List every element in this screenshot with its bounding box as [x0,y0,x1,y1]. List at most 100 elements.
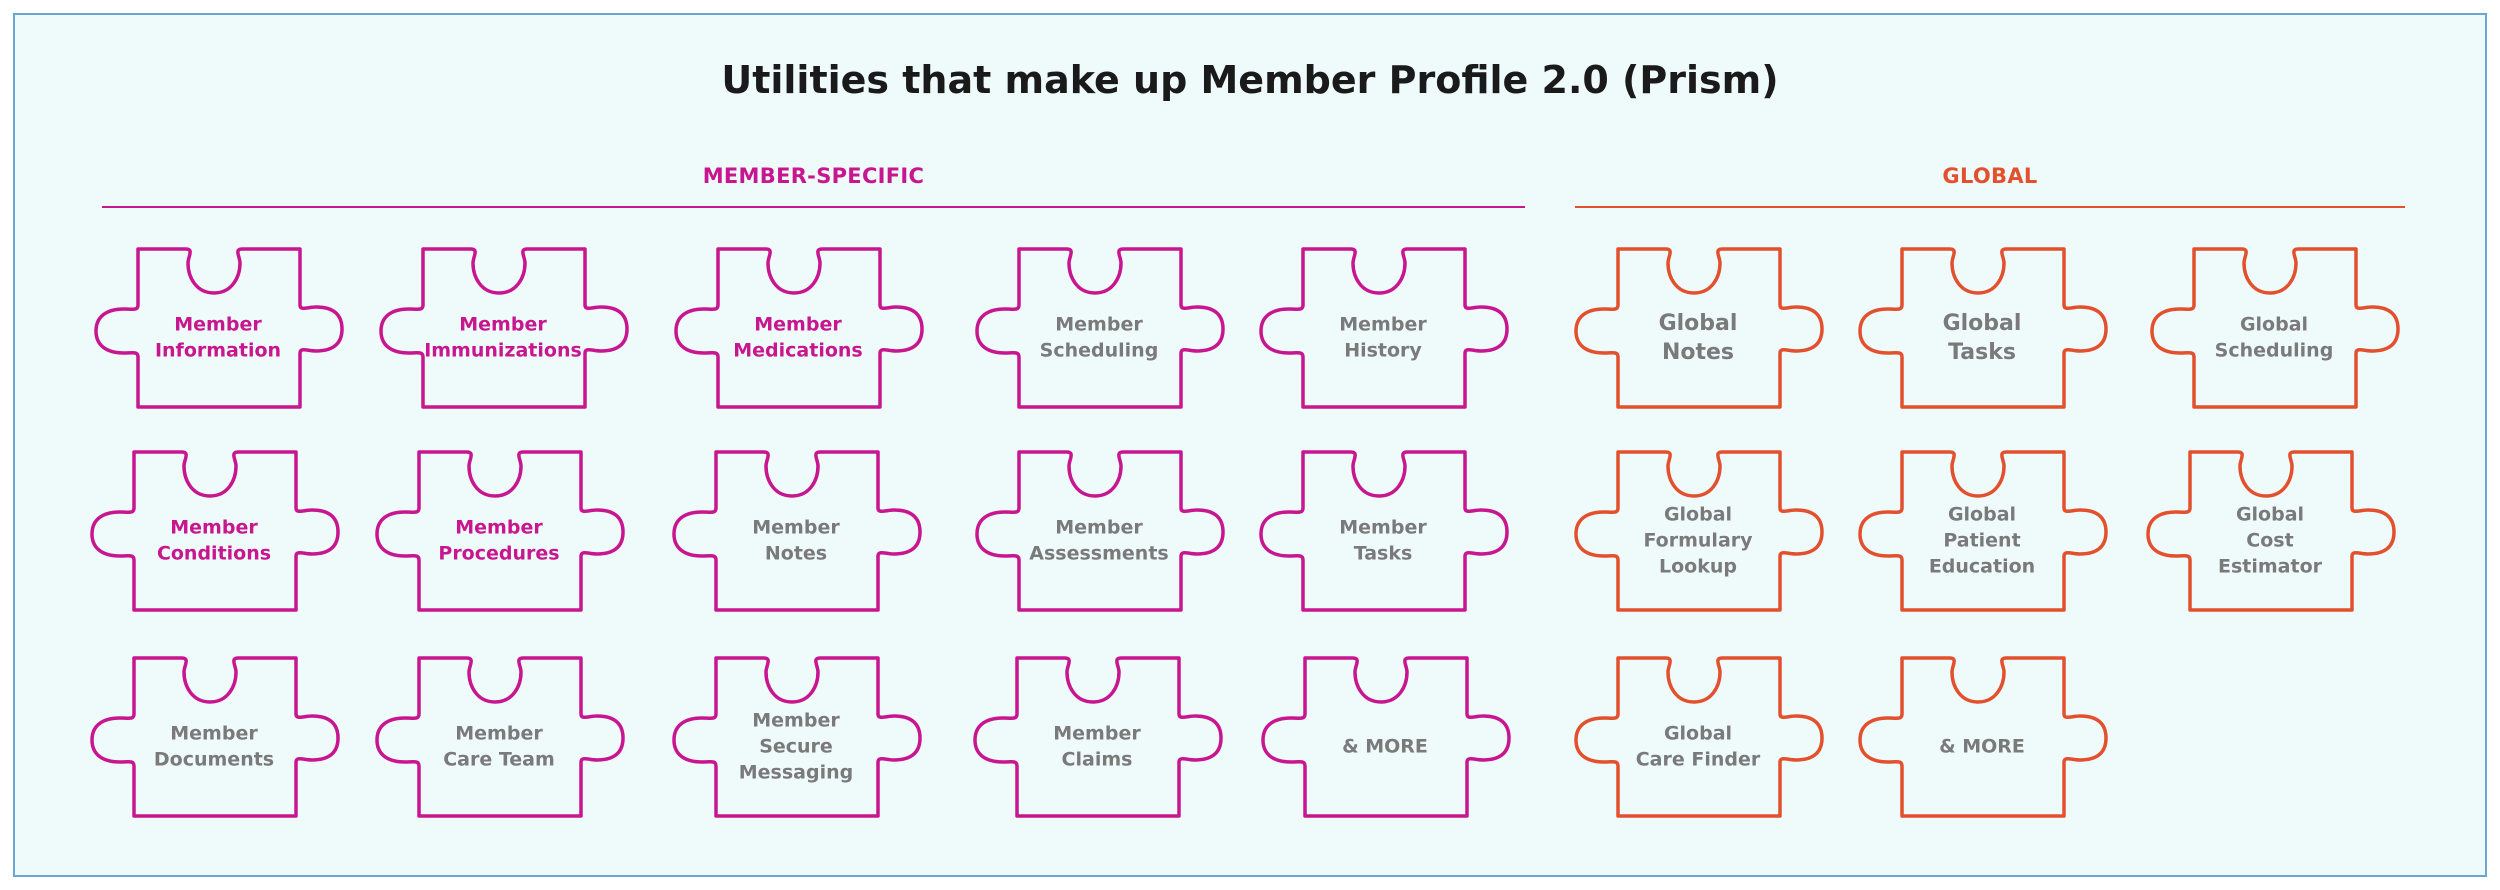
puzzle-piece-label: Member [170,723,258,745]
puzzle-piece-label: Member [455,517,543,539]
puzzle-piece-label: Global [1943,311,2022,336]
puzzle-piece-outline [1259,450,1509,612]
puzzle-piece-label: Secure [759,736,833,758]
puzzle-piece-label: Immunizations [424,340,582,362]
puzzle-piece-outline [672,450,922,612]
puzzle-piece-outline [2150,247,2400,409]
puzzle-piece-outline [375,450,625,612]
puzzle-piece-label: Lookup [1659,556,1737,578]
puzzle-piece-outline [1858,247,2108,409]
puzzle-piece-outline [1574,450,1824,612]
diagram-title: Utilities that make up Member Profile 2.… [721,58,1779,102]
puzzle-piece-label: Member [754,314,842,336]
puzzle-piece-label: Notes [1662,340,1734,365]
puzzle-piece-label: Care Finder [1636,749,1761,771]
puzzle-piece-label: Notes [765,543,827,565]
puzzle-piece-label: Cost [2246,530,2293,552]
puzzle-piece-label: Claims [1062,749,1133,771]
section-divider-member-specific [102,206,1525,208]
puzzle-piece-outline [1574,247,1824,409]
puzzle-piece-outline [379,247,629,409]
puzzle-piece-outline [975,450,1225,612]
puzzle-piece-label: & MORE [1939,736,2025,758]
diagram-frame [13,13,2487,877]
puzzle-piece-outline [375,656,625,818]
puzzle-piece-label: Procedures [438,543,559,565]
puzzle-piece-outline [674,247,924,409]
puzzle-piece-label: Formulary [1643,530,1753,552]
puzzle-piece-label: Scheduling [1040,340,1159,362]
puzzle-piece-label: Member [752,710,840,732]
section-divider-global [1575,206,2405,208]
puzzle-piece-label: Member [455,723,543,745]
puzzle-piece-global-more: & MORE [1858,656,2108,818]
puzzle-piece-label: Assessments [1029,543,1168,565]
puzzle-piece-label: Member [170,517,258,539]
puzzle-piece-label: Care Team [443,749,555,771]
puzzle-piece-label: Patient [1943,530,2020,552]
puzzle-piece-label: Global [1659,311,1738,336]
section-label-member-specific: MEMBER-SPECIFIC [702,164,925,188]
puzzle-piece-label: Global [1664,504,1732,526]
puzzle-piece-label: Scheduling [2215,340,2334,362]
puzzle-piece-label: Medications [733,340,862,362]
puzzle-piece-label: Member [459,314,547,336]
section-label-global: GLOBAL [1942,164,2038,188]
puzzle-piece-label: Information [155,340,281,362]
puzzle-piece-outline [672,656,922,818]
puzzle-piece-label: Member [752,517,840,539]
puzzle-piece-label: Member [1339,314,1427,336]
puzzle-piece-outline [90,656,340,818]
puzzle-piece-label: & MORE [1342,736,1428,758]
puzzle-piece-label: History [1344,340,1422,362]
puzzle-piece-outline [1858,656,2108,818]
puzzle-piece-label: Member [174,314,262,336]
puzzle-piece-label: Education [1929,556,2035,578]
puzzle-piece-outline [1858,450,2108,612]
puzzle-piece-label: Member [1055,517,1143,539]
puzzle-piece-label: Messaging [739,762,853,784]
puzzle-piece-outline [973,656,1223,818]
puzzle-piece-label: Member [1053,723,1141,745]
puzzle-piece-label: Global [1948,504,2016,526]
puzzle-piece-label: Documents [154,749,274,771]
puzzle-piece-outline [975,247,1225,409]
puzzle-piece-label: Tasks [1948,340,2016,365]
puzzle-piece-label: Global [2240,314,2308,336]
puzzle-piece-outline [2146,450,2396,612]
puzzle-piece-outline [90,450,340,612]
puzzle-piece-label: Global [2236,504,2304,526]
puzzle-piece-outline [1261,656,1511,818]
puzzle-piece-label: Tasks [1354,543,1413,565]
puzzle-piece-label: Member [1339,517,1427,539]
puzzle-piece-label: Global [1664,723,1732,745]
puzzle-piece-label: Conditions [157,543,271,565]
puzzle-piece-outline [94,247,344,409]
puzzle-piece-label: Member [1055,314,1143,336]
puzzle-piece-outline [1574,656,1824,818]
puzzle-piece-label: Estimator [2218,556,2323,578]
puzzle-piece-outline [1259,247,1509,409]
